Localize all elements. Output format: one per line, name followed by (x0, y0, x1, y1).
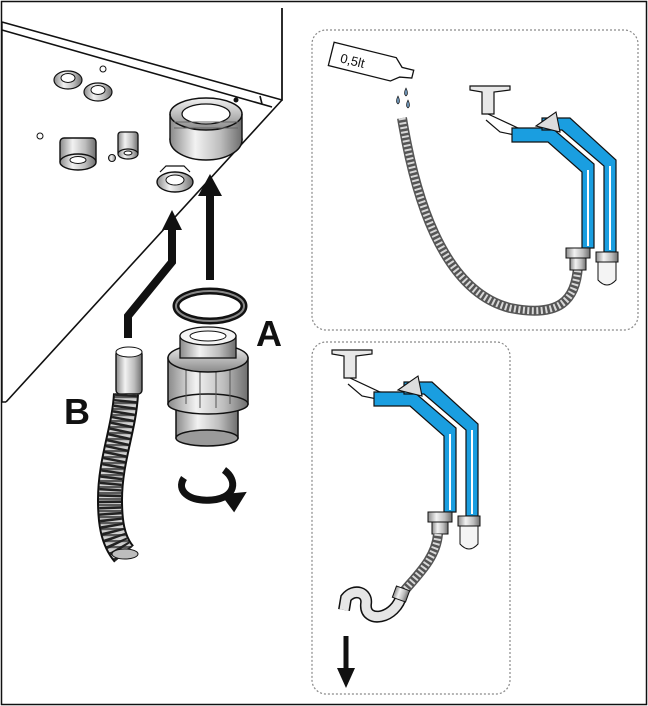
part-a-label: A (256, 313, 282, 354)
water-bottle: 0,5lt (327, 41, 415, 82)
panel-border-top (311, 29, 639, 331)
boiler-casing-outline (1, 8, 283, 403)
water-drops (396, 87, 410, 109)
down-arrow-icon (337, 636, 355, 688)
insertion-arrow-b (124, 210, 182, 338)
siphon-socket-a-connection (169, 97, 243, 161)
siphon-fill-panel: 0,5lt (311, 29, 639, 331)
o-ring-gasket (172, 287, 248, 325)
fill-volume-label: 0,5lt (339, 50, 367, 71)
panel-border-bottom (311, 341, 511, 695)
condensate-outlet-b-connection (156, 165, 194, 193)
fitting-top-left-2 (83, 82, 113, 102)
clockwise-rotation-arrow-icon (178, 467, 247, 513)
fitting-top-left-1 (53, 70, 83, 90)
corrugated-hose-part-b (96, 346, 143, 563)
drain-hose-with-trap (338, 533, 443, 623)
water-fitting-large (59, 137, 97, 171)
siphon-assembly-top (469, 85, 619, 286)
siphon-nut-part-a (167, 326, 249, 447)
siphon-assembly-bottom (331, 349, 481, 550)
siphon-drain-panel (311, 341, 511, 695)
insertion-arrow-a (198, 174, 222, 280)
part-b-label: B (64, 391, 90, 432)
boiler-casing-front-edge (1, 22, 6, 403)
boiler-underside-view: A B (1, 8, 283, 563)
water-fitting-small (117, 131, 139, 160)
